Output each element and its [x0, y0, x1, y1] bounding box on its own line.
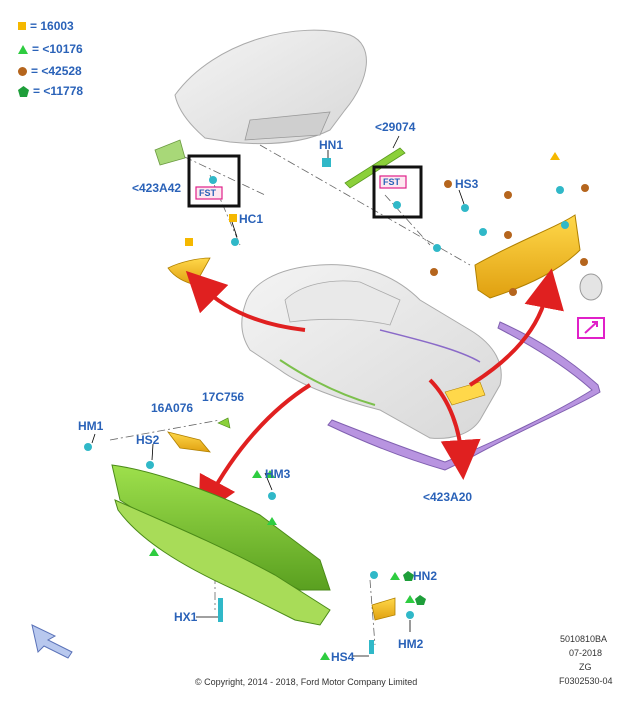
fst-tag-left: [195, 186, 223, 200]
label-hm2: HM2: [398, 637, 424, 651]
leader-lines: [91, 135, 465, 657]
legend-text: = <42528: [31, 64, 82, 78]
pin-hs4: [369, 640, 374, 654]
label-hc1: HC1: [239, 212, 264, 226]
car-body: [241, 264, 502, 439]
fst-box-left: [187, 154, 241, 208]
cap-part: [579, 273, 603, 301]
copyright-text: © Copyright, 2014 - 2018, Ford Motor Com…: [195, 677, 418, 687]
bracket-16A076: [167, 431, 211, 453]
view-direction-arrow-icon: [31, 624, 73, 659]
tailgate-part: [174, 29, 367, 145]
clip-hn1: [322, 158, 331, 167]
label-hm3: HM3: [265, 467, 291, 481]
legend-item-16003: = 16003: [18, 18, 74, 34]
drawing-number: F0302530-04: [559, 676, 613, 686]
drawing-code-3: ZG: [579, 662, 592, 672]
label-hn1: HN1: [319, 138, 344, 152]
fst-clip-right: [393, 201, 401, 209]
pentagon-marker-icon: [18, 85, 29, 97]
callout-arrow-icon: [584, 321, 598, 334]
bracket-hn2: [371, 597, 396, 621]
label-hn2: HN2: [413, 569, 438, 583]
legend-item-42528: = <42528: [18, 63, 82, 79]
label-hs4: HS4: [331, 650, 355, 664]
fst-label-left: FST: [199, 188, 216, 198]
part-markers: [149, 152, 589, 660]
label-hm1: HM1: [78, 419, 104, 433]
legend-item-10176: = <10176: [18, 41, 83, 57]
triangle-marker-icon: [18, 44, 28, 54]
label-423A20: <423A20: [423, 490, 473, 504]
circle-marker-icon: [18, 66, 27, 76]
label-hx1: HX1: [174, 610, 198, 624]
bracket-423A42: [154, 139, 186, 166]
screw-hx1: [218, 598, 223, 622]
drawing-date: 07-2018: [569, 648, 603, 658]
trim-strip-423A20: [327, 321, 601, 471]
fst-box-right: [372, 165, 423, 219]
red-arrows: [185, 268, 564, 518]
label-hs3: HS3: [455, 177, 479, 191]
drawing-code-1: 5010810BA: [560, 634, 608, 644]
legend-text: = 16003: [30, 19, 74, 33]
square-marker-icon: [18, 22, 26, 30]
label-17C756: 17C756: [202, 390, 245, 404]
label-423A42: <423A42: [132, 181, 182, 195]
label-16A076: 16A076: [151, 401, 194, 415]
clips: [84, 186, 569, 619]
trim-hc1: [167, 257, 211, 286]
legend-text: = <10176: [32, 42, 83, 56]
legend-item-11778: = <11778: [18, 83, 83, 99]
legend-text: = <11778: [33, 84, 84, 98]
rocker-moulding: [114, 499, 331, 626]
label-hs2: HS2: [136, 433, 160, 447]
part-17C756: [217, 417, 231, 429]
label-29074: <29074: [375, 120, 416, 134]
fst-tag-right: [379, 175, 407, 189]
fst-clip-left: [209, 176, 217, 184]
fst-label-right: FST: [383, 177, 400, 187]
